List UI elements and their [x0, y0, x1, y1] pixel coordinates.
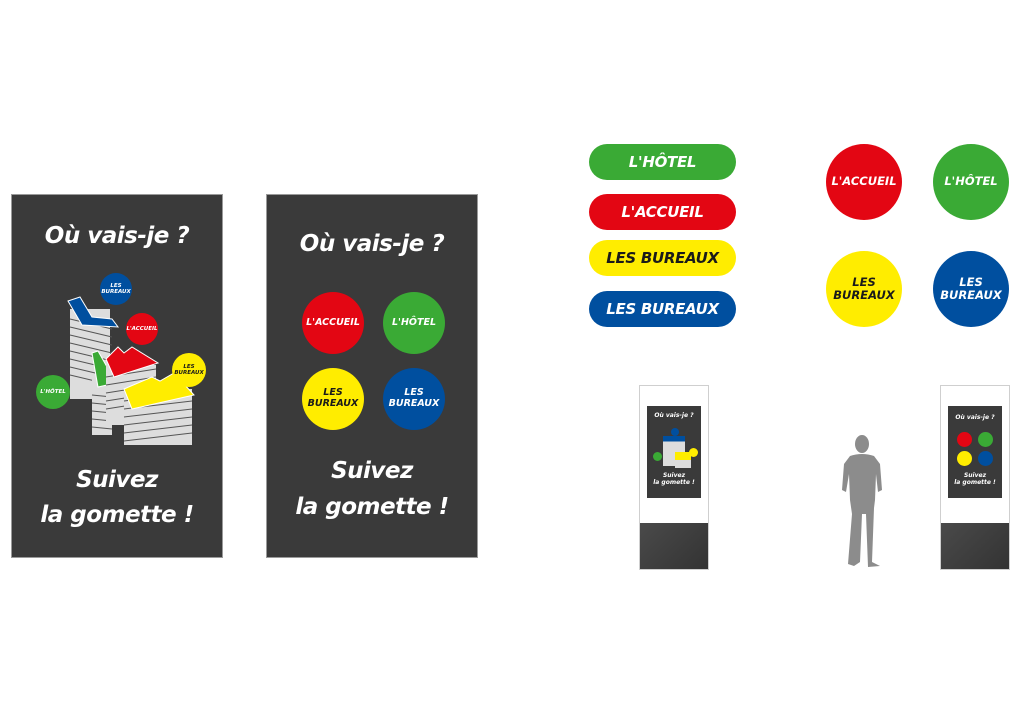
- dot-label: BUREAUX: [307, 398, 359, 409]
- pill-les-bureaux-yellow: LES BUREAUX: [589, 240, 736, 276]
- totem-screen: Où vais-je ? Suivez la gomette !: [948, 406, 1002, 498]
- poster-footer: Suivez la gomette !: [12, 463, 222, 533]
- marker-label: L'ACCUEIL: [126, 325, 158, 332]
- dot-label: L'ACCUEIL: [306, 316, 360, 328]
- footer-line: la gomette !: [295, 494, 449, 520]
- circle-hotel: L'HÔTEL: [933, 144, 1009, 220]
- dot-hotel: L'HÔTEL: [383, 292, 445, 354]
- dot-accueil: L'ACCUEIL: [302, 292, 364, 354]
- mini-dot-yellow: [957, 451, 972, 466]
- totem-footer: Suivez la gomette !: [948, 472, 1002, 486]
- pill-label: L'HÔTEL: [628, 153, 697, 171]
- poster-title: Où vais-je ?: [44, 223, 190, 249]
- mini-dot-green: [978, 432, 993, 447]
- footer-line: la gomette !: [653, 479, 695, 487]
- marker-label: BUREAUX: [174, 370, 204, 376]
- mini-building-yellow: [675, 452, 691, 468]
- circle-label: L'HÔTEL: [944, 174, 998, 189]
- pill-les-bureaux-blue: LES BUREAUX: [589, 291, 736, 327]
- circle-label: LES: [959, 274, 983, 289]
- totem-title: Où vais-je ?: [955, 414, 995, 421]
- totem-map: Où vais-je ? Suivez la gomette !: [639, 385, 709, 570]
- footer-line: Suivez: [662, 472, 686, 479]
- dot-label: LES: [323, 387, 343, 399]
- marker-label: L'HÔTEL: [40, 388, 66, 395]
- marker-label: LES: [110, 282, 122, 289]
- marker-hotel: L'HÔTEL: [36, 375, 70, 409]
- poster-map: Où vais-je ?: [11, 194, 223, 558]
- marker-label: LES: [183, 363, 195, 370]
- pill-accueil: L'ACCUEIL: [589, 194, 736, 230]
- totem-screen: Où vais-je ? Suivez la gomette !: [647, 406, 701, 498]
- person-silhouette-icon: [842, 435, 882, 567]
- poster-title: Où vais-je ?: [299, 231, 445, 257]
- footer-line: la gomette !: [954, 479, 996, 487]
- dot-label: LES: [404, 387, 424, 399]
- circle-label: BUREAUX: [833, 288, 895, 302]
- pill-label: LES BUREAUX: [606, 249, 719, 267]
- dot-label: BUREAUX: [388, 398, 440, 409]
- mini-dot-green: [653, 452, 662, 461]
- marker-label: BUREAUX: [101, 289, 131, 295]
- pill-label: LES BUREAUX: [606, 300, 719, 318]
- totem-base: [640, 523, 708, 569]
- totem-base: [941, 523, 1009, 569]
- poster-footer: Suivez la gomette !: [267, 453, 477, 525]
- footer-line: Suivez: [331, 458, 413, 484]
- totem-title: Où vais-je ?: [654, 412, 694, 419]
- mini-dot-red: [957, 432, 972, 447]
- pill-label: L'ACCUEIL: [621, 203, 704, 221]
- circle-label: BUREAUX: [940, 288, 1002, 302]
- marker-accueil: L'ACCUEIL: [126, 313, 158, 345]
- pill-hotel: L'HÔTEL: [589, 144, 736, 180]
- footer-line: Suivez: [963, 472, 987, 479]
- building-stack-illustration: [67, 296, 195, 445]
- mini-dot-blue: [671, 428, 679, 436]
- footer-line: la gomette !: [40, 502, 194, 528]
- circle-label: L'ACCUEIL: [831, 174, 897, 189]
- totem-footer: Suivez la gomette !: [647, 472, 701, 486]
- totem-dots: Où vais-je ? Suivez la gomette !: [940, 385, 1010, 570]
- mini-dot-yellow: [689, 448, 698, 457]
- mini-dot-blue: [978, 451, 993, 466]
- circle-label: LES: [852, 274, 876, 289]
- footer-line: Suivez: [76, 467, 158, 493]
- circle-accueil: L'ACCUEIL: [826, 144, 902, 220]
- dot-label: L'HÔTEL: [391, 316, 436, 328]
